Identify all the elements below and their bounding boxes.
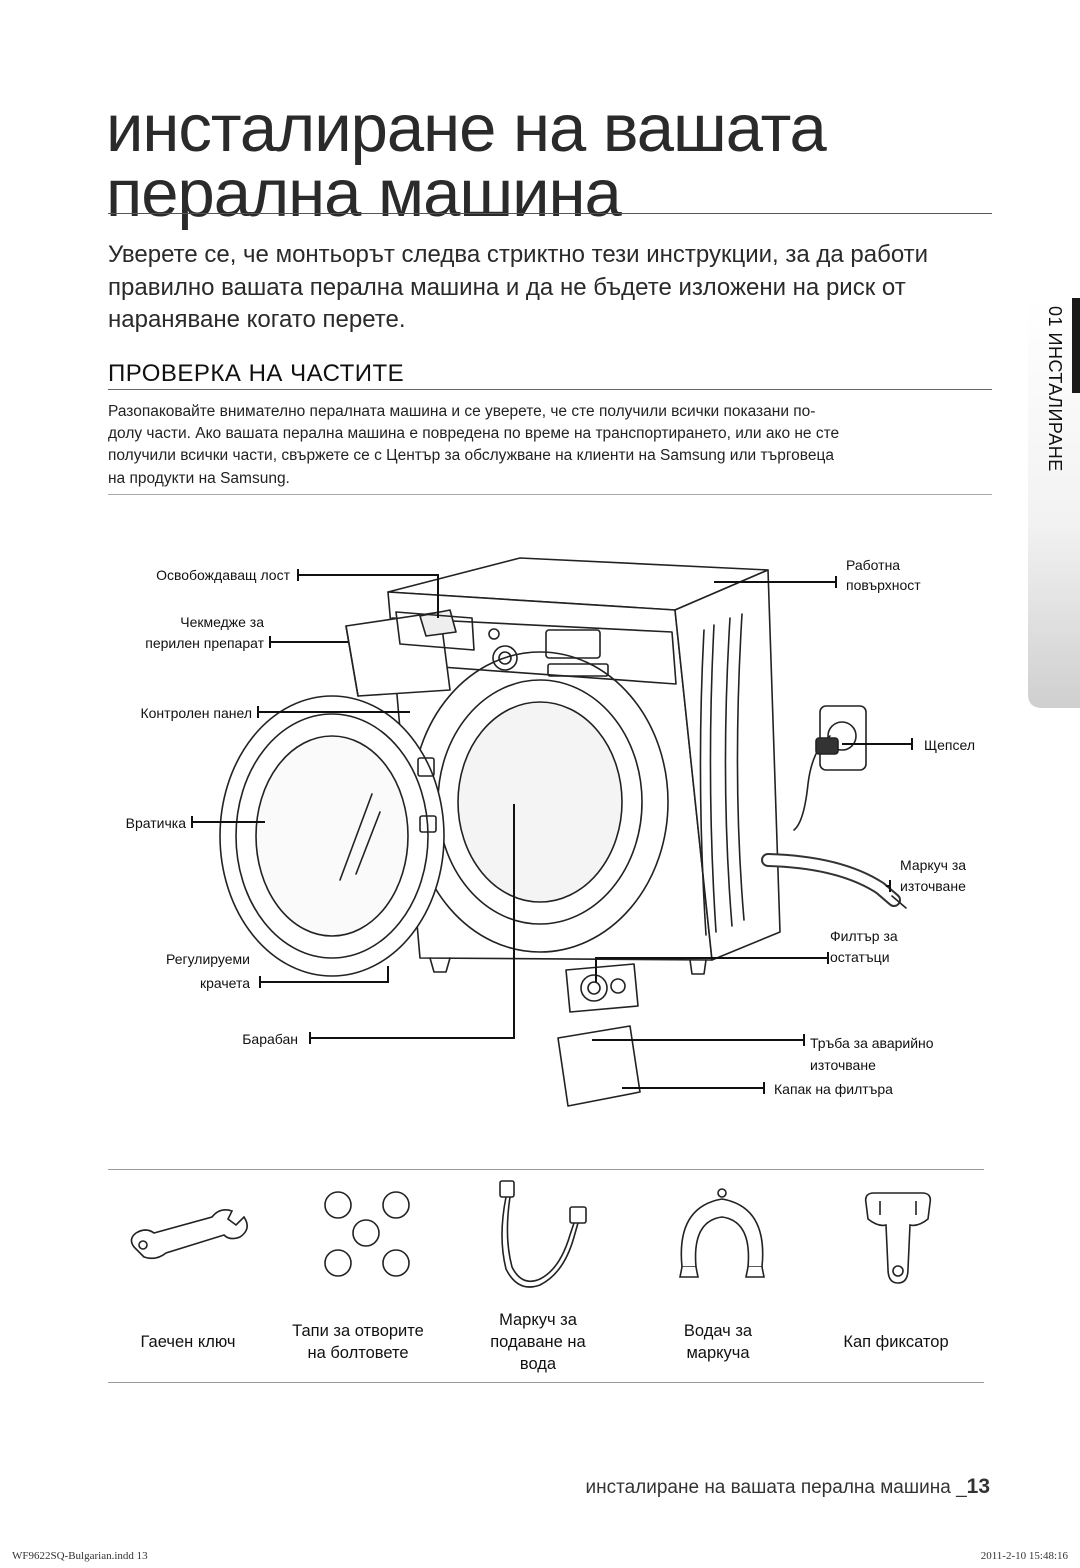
hose-guide-icon	[679, 1188, 765, 1278]
page-title-line-2: перална машина	[106, 156, 622, 231]
accessories-top-rule	[108, 1169, 984, 1170]
label-release-lever: Освобождаващ лост	[156, 567, 290, 583]
label-drum: Барабан	[242, 1031, 298, 1047]
label-filter-cover: Капак на филтъра	[774, 1081, 893, 1097]
spanner-icon	[130, 1209, 248, 1260]
body-line-3: получили всички части, свържете се с Цен…	[108, 447, 834, 464]
footer-text: инсталиране на вашата перална машина _	[585, 1477, 967, 1498]
washing-machine-illustration	[219, 557, 907, 1107]
label-drain-hose-line-1: Маркуч за	[900, 857, 967, 873]
body-line-4: на продукти на Samsung.	[108, 470, 290, 487]
intro-line-1: Уверете се, че монтьорът следва стриктно…	[108, 241, 929, 268]
accessories-icons-row	[108, 1175, 984, 1305]
section-title-underline	[108, 389, 992, 390]
label-worktop-line-2: повърхност	[846, 577, 921, 593]
washing-machine-diagram: Освобождаващ лост Чекмедже за перилен пр…	[100, 540, 1000, 1120]
water-supply-hose-icon	[499, 1180, 587, 1288]
label-emergency-drain-line-1: Тръба за аварийно	[810, 1035, 934, 1051]
body-line-1: Разопаковайте внимателно пералната машин…	[108, 403, 816, 420]
label-worktop-line-1: Работна	[846, 557, 901, 573]
label-emergency-drain-line-2: източване	[810, 1057, 876, 1073]
accessories-bottom-rule	[108, 1382, 984, 1383]
intro-line-3: нараняване когато перете.	[108, 306, 406, 333]
label-adjustable-feet-line-1: Регулируеми	[166, 951, 250, 967]
label-detergent-drawer-line-1: Чекмедже за	[180, 614, 264, 630]
accessory-hose-guide: Водач за маркуча	[683, 1322, 753, 1362]
label-drain-hose-line-2: източване	[900, 878, 966, 894]
page-number: 13	[966, 1475, 990, 1498]
bolt-hole-caps-icon	[324, 1191, 410, 1277]
print-date: 2011-2-10 15:48:16	[980, 1550, 1068, 1562]
body-rule	[108, 494, 992, 495]
accessory-water-supply-hose: Маркуч за подаване на вода	[490, 1311, 586, 1373]
cap-fixer-icon	[864, 1192, 932, 1284]
side-chapter-tab: 01 ИНСТАЛИРАНЕ	[1028, 298, 1080, 708]
label-control-panel: Контролен панел	[140, 705, 252, 721]
body-line-2: долу части. Ако вашата перална машина е …	[108, 425, 840, 442]
page-title-line-1: инсталиране на вашата	[106, 91, 827, 166]
accessories-labels-row: Гаечен ключ Тапи за отворите на болтовет…	[108, 1305, 984, 1379]
label-debris-filter-line-2: остатъци	[830, 949, 890, 965]
label-plug: Щепсел	[924, 737, 975, 753]
print-file-name: WF9622SQ-Bulgarian.indd 13	[12, 1550, 148, 1562]
side-tab-label: 01 ИНСТАЛИРАНЕ	[1045, 306, 1065, 472]
label-adjustable-feet-line-2: крачета	[199, 975, 250, 991]
label-door: Вратичка	[125, 815, 186, 831]
accessory-cap-fixer: Кап фиксатор	[843, 1333, 949, 1351]
page-footer: инсталиране на вашата перална машина _13	[585, 1475, 990, 1499]
accessory-bolt-hole-caps: Тапи за отворите на болтовете	[292, 1322, 424, 1362]
title-underline	[108, 213, 992, 214]
intro-line-2: правилно вашата перална машина и да не б…	[108, 274, 906, 301]
accessory-spanner: Гаечен ключ	[140, 1333, 236, 1351]
label-debris-filter-line-1: Филтър за	[830, 928, 898, 944]
label-detergent-drawer-line-2: перилен препарат	[145, 635, 264, 651]
section-title: ПРОВЕРКА НА ЧАСТИТЕ	[108, 360, 405, 387]
